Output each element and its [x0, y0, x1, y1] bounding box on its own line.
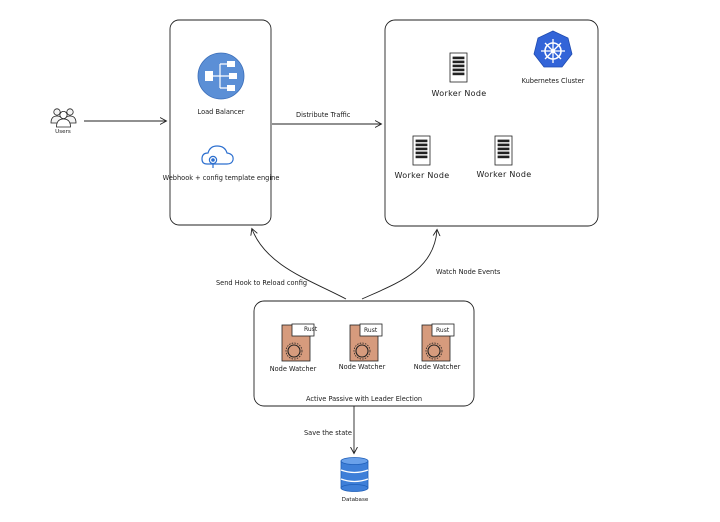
worker-node-label: Worker Node	[431, 89, 487, 98]
database-label: Database	[341, 497, 369, 503]
webhook-cloud-icon	[201, 145, 234, 168]
load-balancer-label: Load Balancer	[197, 108, 245, 116]
worker-node-server-icon	[449, 52, 468, 83]
send-hook-label: Send Hook to Reload config	[216, 279, 308, 287]
rust-node-watcher-icon	[421, 323, 455, 362]
load-balancer-icon	[197, 52, 245, 100]
worker-node-server-icon	[494, 135, 513, 166]
rust-tag: Rust	[364, 327, 378, 334]
load-balancer-box	[169, 19, 272, 226]
node-watcher-label: Node Watcher	[413, 363, 461, 371]
watch-events-label: Watch Node Events	[436, 268, 501, 276]
distribute-traffic-label: Distribute Traffic	[296, 111, 351, 119]
kubernetes-cluster-label: Kubernetes Cluster	[521, 77, 585, 85]
webhook-label: Webhook + config template engine	[162, 174, 280, 182]
database-icon	[340, 457, 369, 492]
rust-tag: Rust	[436, 327, 450, 334]
users-label: Users	[55, 129, 71, 135]
rust-node-watcher-icon	[281, 323, 315, 362]
node-watcher-label: Node Watcher	[269, 365, 317, 373]
rust-tag: Rust	[304, 326, 318, 333]
save-state-label: Save the state	[304, 429, 352, 437]
worker-node-label: Worker Node	[476, 170, 532, 179]
kubernetes-cluster-box	[384, 19, 599, 227]
send-hook-arrow	[252, 229, 347, 300]
kubernetes-icon	[533, 30, 573, 68]
rust-node-watcher-icon	[349, 323, 383, 362]
node-watcher-label: Node Watcher	[338, 363, 386, 371]
watch-events-arrow	[361, 230, 437, 300]
worker-node-server-icon	[412, 135, 431, 166]
worker-node-label: Worker Node	[394, 171, 450, 180]
users-icon	[50, 108, 77, 128]
watcher-group-label: Active Passive with Leader Election	[305, 395, 423, 403]
